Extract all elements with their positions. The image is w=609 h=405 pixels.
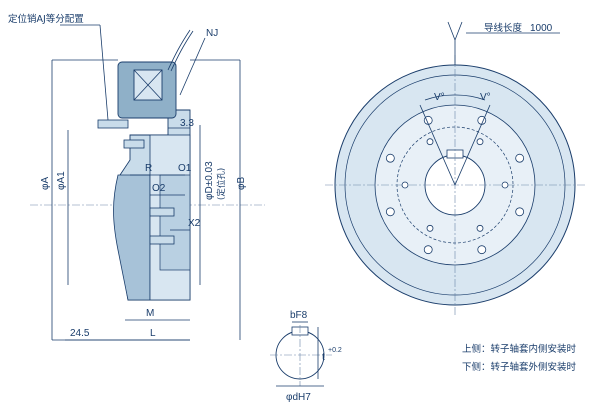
bolt-hole [401, 181, 409, 189]
side-view: 定位销AJ等分配置 NJ 3.3 R O1 O2 X2 M L 24.5 φA … [8, 13, 265, 341]
angle-ray-left [419, 104, 456, 186]
lead-label: 导线长度 [484, 22, 523, 34]
label-d: φdH7 [286, 392, 311, 403]
label-angle-left: V° [434, 92, 445, 103]
label-b: bF8 [290, 310, 308, 321]
bolt-mid-2 [149, 235, 175, 245]
bolt-hole [476, 224, 484, 232]
bolt-mid-1 [149, 207, 175, 217]
note-line-2: 下侧：转子轴套外侧安装时 [462, 361, 577, 373]
label-o2: O2 [152, 183, 166, 194]
label-phi-a1: φA1 [56, 171, 67, 190]
label-l: L [150, 328, 156, 339]
note-line-1: 上侧：转子轴套内侧安装时 [462, 343, 577, 355]
terminal-box-cross-2 [133, 69, 163, 101]
label-phi-b: φB [236, 177, 247, 190]
bolt-hole [501, 181, 509, 189]
bore-detail: bF8 t +0.2 φdH7 [270, 310, 342, 403]
front-view: V° V° 导线长度 1000 [325, 21, 585, 315]
bolt-left [123, 139, 145, 149]
label-phi-d: φD±0.03 [204, 161, 215, 200]
label-r: R [145, 163, 152, 174]
label-x2: X2 [188, 218, 201, 229]
bolt-hole [476, 138, 484, 146]
label-angle-right: V° [480, 92, 491, 103]
bolt-hole [515, 153, 525, 163]
label-3-3: 3.3 [180, 118, 194, 129]
label-m: M [146, 308, 154, 319]
label-t-tol: +0.2 [328, 347, 342, 354]
leader-nj [179, 37, 206, 96]
lead-value: 1000 [530, 23, 553, 34]
callout-nj: NJ [206, 28, 218, 39]
label-24-5: 24.5 [70, 328, 90, 339]
label-t: t [322, 352, 325, 363]
bolt-hole [385, 153, 395, 163]
bolt-hole [385, 207, 395, 217]
bolt-hole [426, 224, 434, 232]
label-phi-d-note: (定位孔) [216, 168, 227, 200]
lead-wire-2 [170, 30, 194, 72]
angle-arc-left [424, 94, 456, 101]
lead-wire-1 [167, 29, 191, 71]
rotor-rim [113, 174, 151, 301]
bolt-top [97, 119, 129, 129]
angle-ray-right [454, 104, 491, 186]
bolt-hole [515, 207, 525, 217]
bolt-hole [477, 245, 487, 255]
label-phi-a: φA [40, 177, 51, 190]
leader-aj [99, 24, 109, 121]
bolt-hole [423, 245, 433, 255]
label-o1: O1 [178, 163, 192, 174]
angle-arc-right [454, 94, 486, 101]
notes: 上侧：转子轴套内侧安装时 下侧：转子轴套外侧安装时 [462, 343, 577, 373]
bolt-hole [426, 138, 434, 146]
lead-wire-front [447, 21, 463, 65]
callout-aj: 定位销AJ等分配置 [8, 13, 84, 25]
